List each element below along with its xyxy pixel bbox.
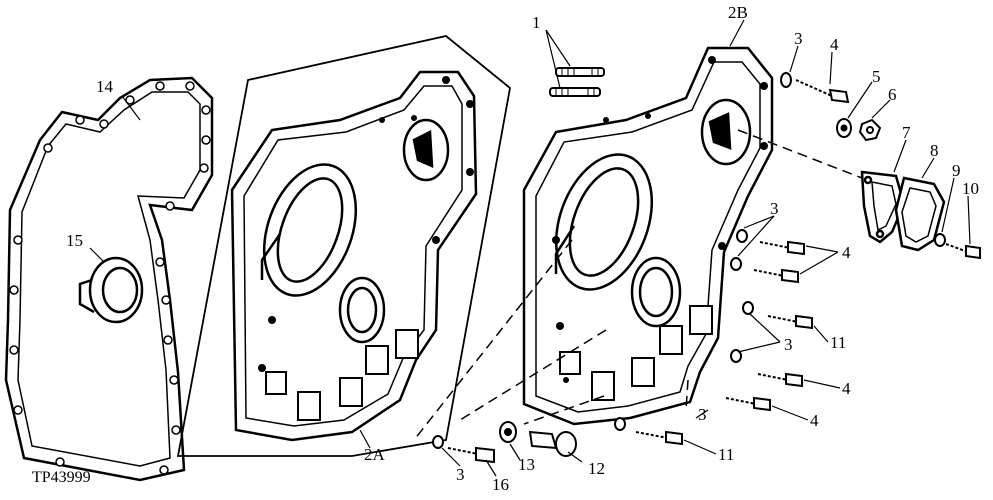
bolt-top <box>780 72 850 104</box>
alignment-lines <box>413 239 689 441</box>
nut-and-washer <box>836 118 882 142</box>
callout-6: 6 <box>888 85 897 104</box>
cover-plate-gasket <box>860 170 906 244</box>
callout-16: 16 <box>492 475 509 494</box>
callout-4-lower: 4 <box>842 379 851 398</box>
callout-14: 14 <box>96 77 114 96</box>
callout-12: 12 <box>588 459 605 478</box>
callout-3-lower: 3 <box>784 335 793 354</box>
callout-9: 9 <box>952 161 961 180</box>
callout-2B: 2B <box>728 3 748 22</box>
cover-2B-bosses <box>559 305 713 401</box>
leader-lines <box>89 19 971 477</box>
cover-2B-holes <box>552 56 768 383</box>
callout-3-top: 3 <box>794 29 803 48</box>
callout-8: 8 <box>930 141 939 160</box>
assembly-2A-frame <box>176 35 511 457</box>
plate-bolt <box>934 233 981 260</box>
callout-3-mid: 3 <box>770 199 779 218</box>
callout-11-mid: 11 <box>830 333 846 352</box>
callout-13: 13 <box>518 455 535 474</box>
studs <box>549 67 605 97</box>
callout-15: 15 <box>66 231 83 250</box>
callout-labels: 1 2B 2A 14 15 3 4 5 6 7 8 9 10 3 4 11 3 … <box>66 3 979 494</box>
callout-4-bottom: 4 <box>810 411 819 430</box>
callout-10: 10 <box>962 179 979 198</box>
callout-3-left: 3 <box>456 465 465 484</box>
callout-4-mid: 4 <box>842 243 851 262</box>
cover-2A-holes <box>258 76 474 372</box>
alignment-line-plate <box>737 129 863 179</box>
callout-11-bottom: 11 <box>718 445 734 464</box>
side-bolts <box>614 229 813 446</box>
callout-7: 7 <box>902 123 911 142</box>
callout-4-top: 4 <box>830 35 839 54</box>
callout-2A: 2A <box>364 445 386 464</box>
callout-5: 5 <box>872 67 881 86</box>
callout-1: 1 <box>532 13 541 32</box>
figure-reference-number: TP43999 <box>32 469 91 486</box>
callout-3-bottom: 3 <box>698 405 707 424</box>
cover-2A-bosses <box>265 329 419 421</box>
crankshaft-oil-seal <box>78 256 144 324</box>
gasket-bolt-holes <box>9 81 211 475</box>
access-cover-plate <box>894 176 946 252</box>
bottom-fasteners <box>432 421 577 464</box>
